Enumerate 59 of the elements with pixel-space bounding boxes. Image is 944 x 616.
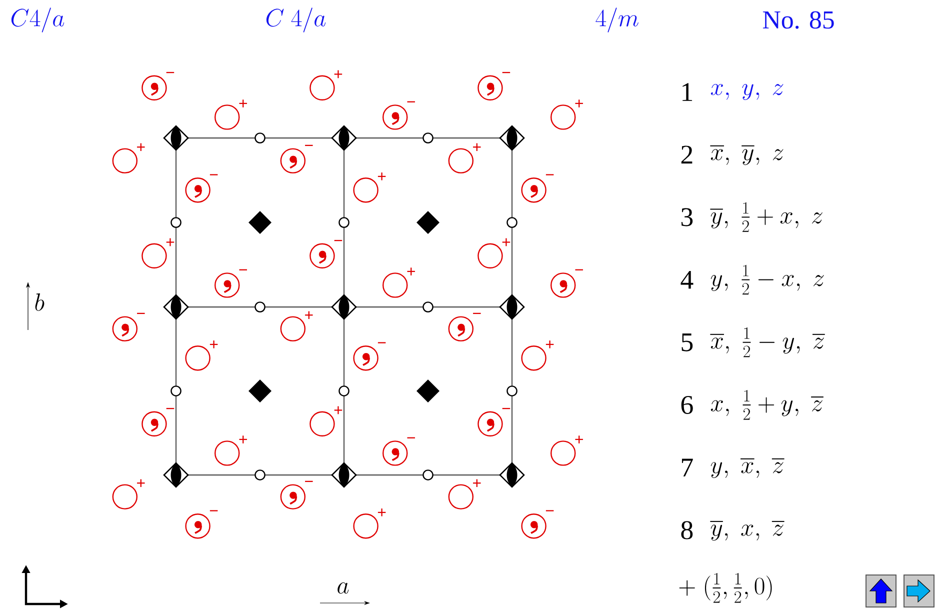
z-sign: + [334,70,342,78]
z-sign: + [239,100,247,108]
coordinate-triplet: $\overline{y},\ \tfrac{1}{2}+x,\ z$ [710,202,822,232]
z-sign: − [239,269,247,270]
position-number: 6 [681,396,693,414]
z-sign: + [473,479,481,487]
position-number: 1 [682,83,692,101]
z-sign: + [137,479,145,487]
z-sign: + [502,238,510,246]
z-sign: + [378,508,386,516]
coordinate-triplet: $\overline{x},\ \overline{y},\ z$ [710,146,784,166]
z-sign: + [137,143,145,151]
z-sign: − [546,174,554,176]
z-sign: − [166,408,174,410]
z-sign: − [210,510,218,512]
z-sign: − [334,240,342,242]
z-sign: − [137,312,145,314]
z-sign: − [305,480,313,482]
z-sign: + [305,311,313,319]
z-sign: − [502,72,510,74]
centering-vector: $+\ (\tfrac{1}{2},\tfrac{1}{2},0)$ [679,573,772,603]
coordinate-triplet: $x,\ y,\ z$ [710,84,784,100]
position-number: 4 [680,270,694,289]
position-number: 3 [681,208,693,226]
z-sign: + [546,340,554,348]
z-sign: − [378,342,386,344]
z-sign: − [166,72,174,74]
z-sign: + [239,436,247,444]
z-sign: + [473,143,481,151]
z-sign: + [166,238,174,246]
z-sign: + [334,406,342,414]
header-title: No. 85 [762,11,834,29]
position-number: 5 [682,333,693,352]
coordinate-triplet: $\overline{x},\ \tfrac{1}{2}-y,\ \overline{z}$ [710,327,825,358]
z-sign: − [575,269,583,270]
axis-label: $b$ [35,293,44,311]
coordinate-triplet: $y,\ \overline{x},\ \overline{z}$ [710,458,784,478]
header-title: $C4/a$ [11,8,64,32]
z-sign: − [305,144,313,146]
header-title: $4/m$ [596,8,638,32]
z-sign: − [546,510,554,512]
z-sign: + [378,172,386,180]
z-sign: + [575,436,583,444]
coordinate-triplet: $x,\ \tfrac{1}{2}+y,\ \overline{z}$ [710,390,824,420]
z-sign: + [407,268,415,276]
z-sign: − [502,408,510,410]
position-number: 2 [681,146,692,164]
position-number: 7 [682,458,693,476]
z-sign: − [407,437,415,438]
z-sign: + [575,100,583,108]
axis-label: $a$ [338,582,349,594]
header-title: $C\ 4/a$ [266,8,326,32]
coordinate-triplet: $\overline{y},\ x,\ \overline{z}$ [710,521,784,541]
z-sign: − [210,174,218,176]
coordinate-triplet: $y,\ \tfrac{1}{2}-x,\ z$ [710,264,824,294]
z-sign: + [210,340,218,348]
z-sign: − [407,101,415,102]
position-number: 8 [681,521,693,540]
z-sign: − [473,312,481,314]
